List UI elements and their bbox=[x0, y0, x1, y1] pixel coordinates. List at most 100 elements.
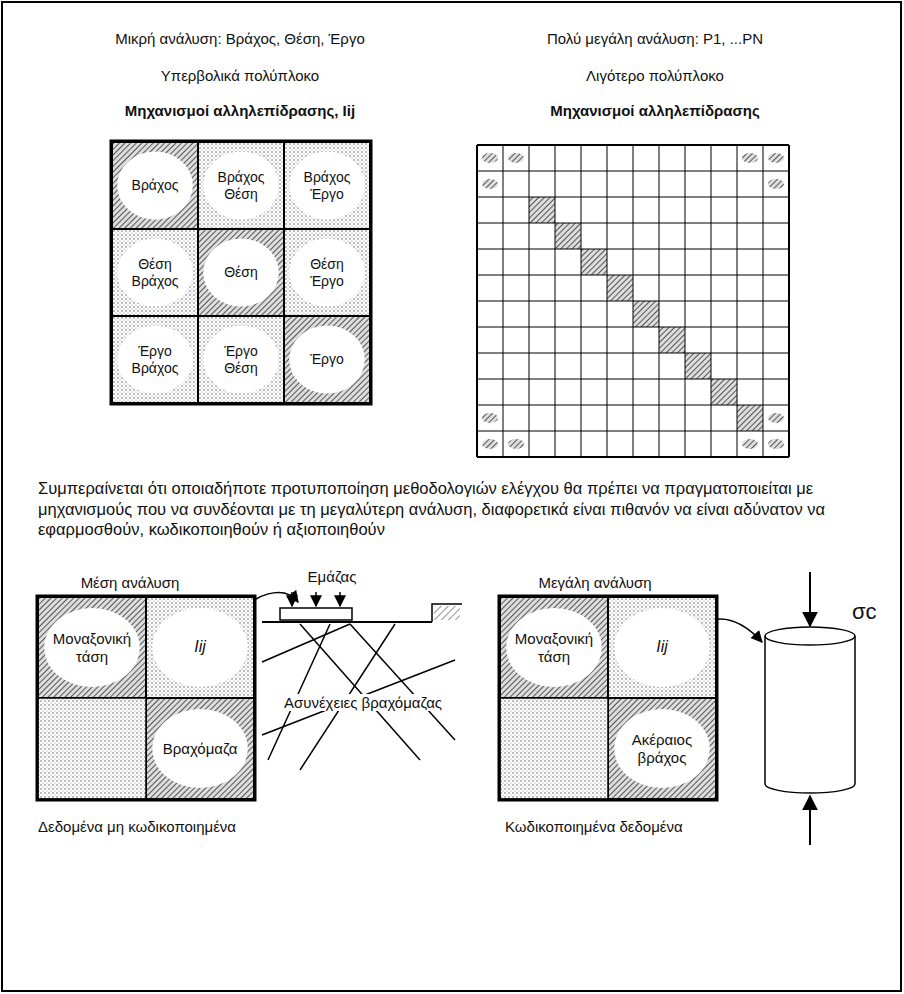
cell-text-holder: Ακέραιος βράχος bbox=[616, 731, 708, 766]
cell-ellipse bbox=[203, 152, 279, 220]
label-holder: Μηχανισμοί αλληλεπίδρασης bbox=[455, 102, 855, 121]
label-holder: Υπερβολικά πολύπλοκο bbox=[40, 67, 440, 86]
matrix-cell: Βράχος Έργο bbox=[284, 142, 370, 229]
cell-ellipse bbox=[614, 608, 709, 687]
matrix-cell: Iij bbox=[146, 597, 254, 698]
shaded-cell bbox=[529, 197, 555, 223]
cell-text: Βραχόμαζα bbox=[154, 740, 246, 757]
matrix-outline bbox=[111, 141, 371, 404]
cell-text-holder: Θέση Έργο bbox=[295, 256, 359, 288]
cell-text-holder: Μοναξονική τάση bbox=[46, 630, 138, 665]
grid-line bbox=[737, 145, 738, 457]
text-label: Πολύ μεγάλη ανάλυση: P1, ...PN bbox=[547, 30, 763, 47]
empty-cell bbox=[500, 698, 608, 799]
text-label: Μέση ανάλυση bbox=[81, 574, 180, 591]
matrix-cell: Ακέραιος βράχος bbox=[608, 698, 716, 799]
label-holder: Μηχανισμοί αλληλεπίδρασης, Iij bbox=[40, 102, 440, 121]
label-holder: Δεδομένα μη κωδικοποιημένα bbox=[38, 818, 298, 837]
cell-text: Μοναξονική τάση bbox=[46, 630, 138, 665]
label-holder: Συμπεραίνεται ότι οποιαδήποτε προτυποποί… bbox=[38, 478, 868, 540]
text-label: Δεδομένα μη κωδικοποιημένα bbox=[38, 818, 236, 835]
label-holder: Εμάζας bbox=[282, 568, 382, 587]
cell-text: Έργο bbox=[295, 351, 359, 367]
cell-ellipse bbox=[117, 152, 193, 220]
cell-fill bbox=[199, 317, 283, 402]
cell-fill bbox=[501, 598, 607, 697]
shaded-cell bbox=[581, 249, 607, 275]
matrix-outline bbox=[37, 596, 255, 800]
corner-blob bbox=[768, 153, 784, 163]
corner-blob bbox=[482, 153, 498, 163]
cell-ellipse bbox=[203, 326, 279, 394]
text-label: Συμπεραίνεται ότι οποιαδήποτε προτυποποί… bbox=[38, 479, 825, 538]
grid-line bbox=[477, 431, 789, 432]
grid-line bbox=[477, 353, 789, 354]
label-holder: Λιγότερο πολύπλοκο bbox=[455, 67, 855, 86]
matrix-cell: Βράχος Θέση bbox=[198, 142, 284, 229]
cell-fill bbox=[285, 317, 369, 402]
text-label: Κωδικοποιημένα δεδομένα bbox=[505, 818, 683, 835]
shaded-cell bbox=[711, 379, 737, 405]
cell-fill bbox=[199, 143, 283, 228]
corner-blob bbox=[508, 153, 524, 163]
cell-text: Βράχος Έργο bbox=[295, 169, 359, 201]
cell-fill bbox=[609, 699, 715, 798]
label-holder: Πολύ μεγάλη ανάλυση: P1, ...PN bbox=[455, 30, 855, 49]
cell-ellipse bbox=[506, 608, 601, 687]
label-holder: Μεγάλη ανάλυση bbox=[505, 574, 685, 593]
cell-text: Ακέραιος βράχος bbox=[616, 731, 708, 766]
grid-line bbox=[477, 379, 789, 380]
corner-blob bbox=[768, 439, 784, 449]
cell-text-holder: Iij bbox=[160, 638, 240, 656]
shaded-cell bbox=[633, 301, 659, 327]
matrix-cell: Θέση Έργο bbox=[284, 229, 370, 316]
corner-blob bbox=[768, 413, 784, 423]
grid-line bbox=[659, 145, 660, 457]
text-label: Εμάζας bbox=[308, 568, 357, 585]
corner-blob bbox=[482, 413, 498, 423]
label-holder: Κωδικοποιημένα δεδομένα bbox=[505, 818, 765, 837]
cell-text: Θέση Έργο bbox=[295, 256, 359, 288]
cell-fill bbox=[609, 598, 715, 697]
cell-fill bbox=[113, 317, 197, 402]
grid-line bbox=[477, 301, 789, 302]
matrix-cell: Μοναξονική τάση bbox=[38, 597, 146, 698]
text-label: σc bbox=[852, 599, 877, 624]
matrix-cell: Θέση bbox=[198, 229, 284, 316]
shaded-cell bbox=[555, 223, 581, 249]
cell-ellipse bbox=[289, 239, 365, 307]
corner-blob bbox=[768, 179, 784, 189]
shaded-cell bbox=[737, 405, 763, 431]
text-label: Ασυνέχειες βραχόμαζας bbox=[281, 694, 445, 711]
cell-ellipse bbox=[117, 326, 193, 394]
text-label: Λιγότερο πολύπλοκο bbox=[586, 67, 724, 84]
grid-line bbox=[685, 145, 686, 457]
grid-line bbox=[711, 145, 712, 457]
matrix-cell: Βραχόμαζα bbox=[146, 698, 254, 799]
matrix-cell: Βράχος bbox=[112, 142, 198, 229]
text-label: Μηχανισμοί αλληλεπίδρασης, Iij bbox=[125, 102, 355, 119]
cell-text-holder: Βράχος bbox=[123, 177, 187, 193]
grid-line bbox=[477, 327, 789, 328]
label-holder: σc bbox=[852, 598, 900, 626]
cell-text-holder: Θέση bbox=[209, 264, 273, 280]
shaded-cell bbox=[685, 353, 711, 379]
matrix-cell: Μοναξονική τάση bbox=[500, 597, 608, 698]
shaded-cell bbox=[607, 275, 633, 301]
cell-text: Μοναξονική τάση bbox=[508, 630, 600, 665]
cell-ellipse bbox=[117, 239, 193, 307]
cell-ellipse bbox=[289, 326, 365, 394]
cell-text: Έργο Βράχος bbox=[123, 343, 187, 375]
foundation-illustration bbox=[228, 592, 462, 770]
cell-text: Θέση bbox=[209, 264, 273, 280]
cell-fill bbox=[285, 143, 369, 228]
text-label: Μεγάλη ανάλυση bbox=[538, 574, 651, 591]
cell-text-holder: Iij bbox=[622, 638, 702, 656]
fine-grid bbox=[477, 145, 789, 457]
corner-blob bbox=[482, 439, 498, 449]
matrix-cell: Έργο Θέση bbox=[198, 316, 284, 403]
cell-fill bbox=[39, 598, 145, 697]
cell-fill bbox=[147, 699, 253, 798]
cell-ellipse bbox=[289, 152, 365, 220]
grid-line bbox=[788, 145, 790, 457]
